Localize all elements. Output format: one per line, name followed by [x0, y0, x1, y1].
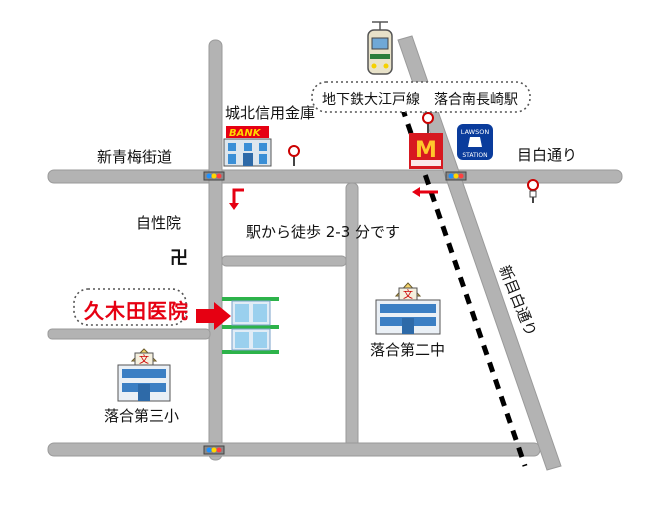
school-3-label: 落合第三小 [104, 407, 180, 425]
road-vertical-main [208, 39, 223, 461]
arrow-icon [229, 203, 239, 210]
train-icon [367, 21, 393, 75]
road-label-shinaome-kaido: 新青梅街道 [97, 148, 173, 166]
station-label: 地下鉄大江戸線 落合南長崎駅 [322, 92, 518, 108]
svg-text:文: 文 [403, 288, 413, 301]
bus-stop-icon [527, 179, 539, 203]
road-left-branch [47, 328, 211, 340]
mcdonalds-icon: M [409, 133, 443, 169]
clinic-label-cloud [73, 288, 187, 326]
svg-text:M: M [415, 138, 437, 163]
bank-sign-text: BANK [229, 128, 262, 139]
school-icon: 文 [375, 282, 441, 335]
traffic-light-icon [445, 171, 467, 181]
traffic-light-icon [203, 445, 225, 455]
road-bottom [47, 442, 541, 457]
school-2-label: 落合第二中 [370, 341, 446, 359]
clinic-label: 久木田医院 [84, 299, 189, 323]
arrow-icon [196, 302, 231, 330]
walk-note: 駅から徒歩 2-3 分です [246, 223, 401, 241]
lawson-bottom-text: STATION [462, 152, 487, 159]
station-label-cloud [311, 81, 531, 113]
clinic-building-icon [222, 297, 279, 354]
bus-stop-icon [422, 112, 434, 134]
road-lane-h [221, 255, 347, 267]
bank-icon: BANK [223, 126, 272, 167]
temple-label: 自性院 [136, 214, 182, 232]
bus-stop-icon [288, 145, 300, 166]
arrow-icon [232, 188, 244, 204]
road-shinaome-kaido [47, 169, 623, 184]
lawson-icon: LAWSON STATION [457, 124, 493, 160]
road-label-mejiro-dori: 目白通り [517, 146, 578, 164]
lawson-top-text: LAWSON [461, 128, 490, 136]
school-icon: 文 [117, 348, 171, 402]
traffic-light-icon [203, 171, 225, 181]
svg-text:文: 文 [139, 353, 149, 366]
bank-label: 城北信用金庫 [225, 104, 316, 122]
temple-icon: 卍 [170, 248, 188, 269]
